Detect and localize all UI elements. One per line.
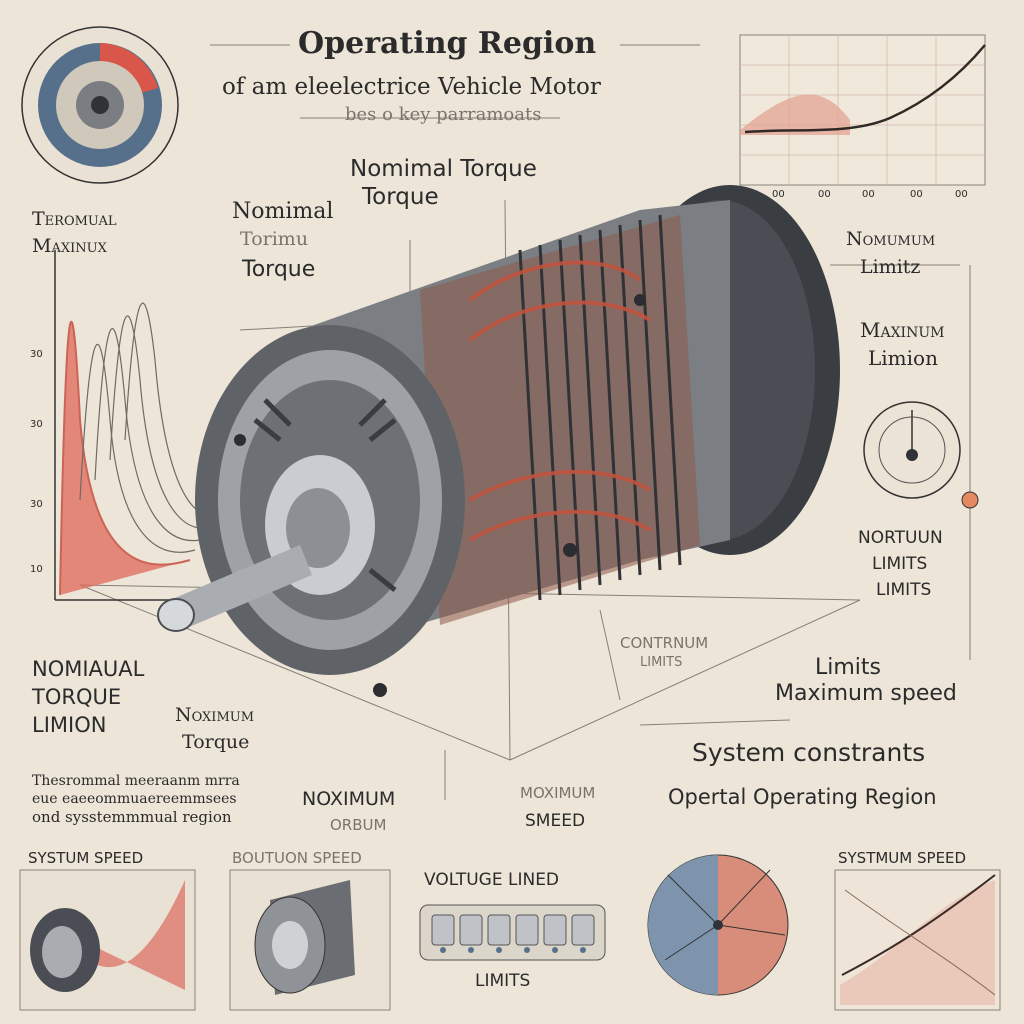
label-contrnum: CONTRNUM xyxy=(620,634,709,652)
panel-title-systmum-speed: SYSTMUM SPEED xyxy=(838,849,967,867)
paragraph-line-2: eue eaeeommuaereemmsees xyxy=(32,791,237,807)
label-nominal-torque-center-2: Torque xyxy=(362,184,439,210)
top-chart-tick: 00 xyxy=(910,189,923,200)
label-torimu: Torimu xyxy=(240,228,309,250)
label-maxinum: Maxinum xyxy=(860,318,945,342)
left-torque-curve-chart xyxy=(54,250,211,601)
label-nomumum: Nomumum xyxy=(846,228,936,250)
label-system-constraints: System constrants xyxy=(692,738,926,767)
label-limits-2: LIMITS xyxy=(876,580,932,600)
label-orbum: ORBUM xyxy=(330,816,387,834)
page-tagline: bes o key parramoats xyxy=(345,104,542,125)
paragraph-line-3: ond sysstemmmual region xyxy=(32,808,232,826)
label-nominal-torque-center-1: Nomimal Torque xyxy=(350,156,537,182)
page-subtitle: of am eleelectrice Vehicle Motor xyxy=(222,74,601,100)
top-right-curve-chart xyxy=(739,34,986,186)
top-chart-tick: 00 xyxy=(772,189,785,200)
label-limits-speed: Limits xyxy=(815,655,881,680)
ev-motor-illustration xyxy=(157,185,840,697)
pie-gauge-icon xyxy=(647,854,789,996)
label-limits-1: LIMITS xyxy=(872,554,928,574)
label-nortuun: NORTUUN xyxy=(858,528,943,548)
label-smeed: SMEED xyxy=(525,811,586,831)
label-limion: Limion xyxy=(868,346,938,370)
axis-tick: 10 xyxy=(30,564,43,575)
dial-gauge-icon xyxy=(863,401,979,509)
label-operating-region: Opertal Operating Region xyxy=(668,785,937,809)
label-noximum-torque: Torque xyxy=(182,731,250,753)
axis-tick: 30 xyxy=(30,419,43,430)
axis-tick: 30 xyxy=(30,499,43,510)
page-title: Operating Region xyxy=(298,26,597,61)
label-nominal: Nomimal xyxy=(232,199,334,224)
bottom-panel-boutuon-speed xyxy=(229,869,391,1011)
label-noximum: Noximum xyxy=(175,704,255,726)
label-limitz: Limitz xyxy=(860,256,921,278)
label-torque-left: Torque xyxy=(242,257,316,282)
label-maximum-speed: Maximum speed xyxy=(775,681,957,706)
label-limion-lower: LIMION xyxy=(32,713,107,737)
panel-title-limits: LIMITS xyxy=(475,971,531,991)
voltage-limit-indicator xyxy=(419,904,606,961)
panel-title-systum-speed: SYSTUM SPEED xyxy=(28,849,144,867)
dial-gauge-icon xyxy=(21,26,179,184)
label-moximum: MOXIMUM xyxy=(520,784,596,802)
label-maxinux: Maxinux xyxy=(32,235,107,257)
top-chart-tick: 00 xyxy=(955,189,968,200)
label-nomiaual: NOMIAUAL xyxy=(32,657,145,681)
bottom-panel-systum-speed xyxy=(19,869,196,1011)
label-noximum-lower: NOXIMUM xyxy=(302,788,396,810)
top-chart-tick: 00 xyxy=(818,189,831,200)
panel-title-voltage-lined: VOLTUGE LINED xyxy=(424,870,560,890)
bottom-panel-systmum-speed xyxy=(834,869,1001,1011)
paragraph-line-1: Thesrommal meeraanm mrra xyxy=(32,773,240,789)
panel-title-boutuon-speed: BOUTUON SPEED xyxy=(232,849,362,867)
label-torque-lower: TORQUE xyxy=(32,685,122,709)
top-chart-tick: 00 xyxy=(862,189,875,200)
label-teromual: Teromual xyxy=(32,208,117,230)
label-contrnum-limits: LIMITS xyxy=(640,655,683,670)
axis-tick: 30 xyxy=(30,349,43,360)
